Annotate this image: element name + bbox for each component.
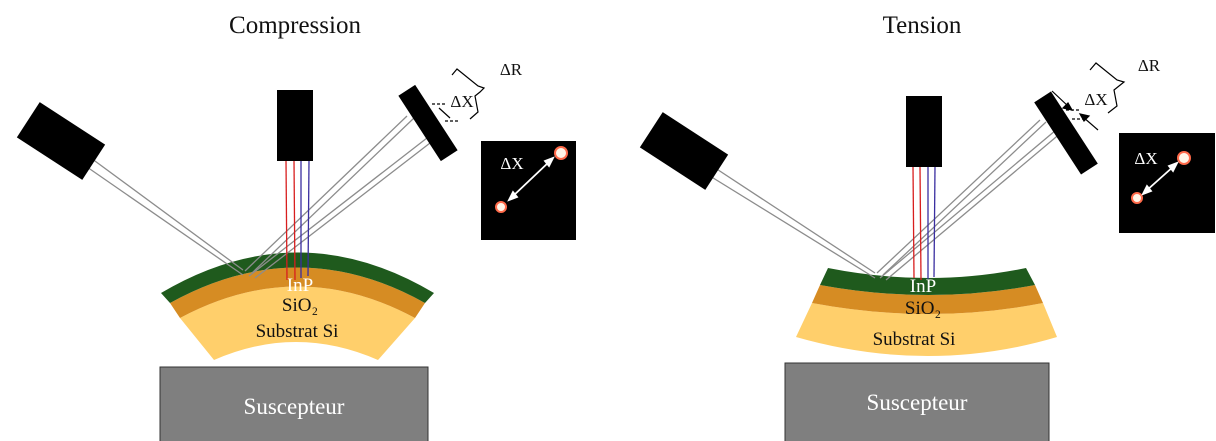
tension-laser-source xyxy=(640,112,728,190)
compression-center-sensor xyxy=(277,90,313,161)
tension-spot-far xyxy=(1178,152,1190,164)
tension-substrate-label: Substrat Si xyxy=(873,329,956,350)
tension-center-sensor-lines xyxy=(913,166,935,280)
tension-panel: Tension Suscepteur InP SiO₂ Substrat Si xyxy=(640,12,1215,441)
compression-inset-delta-x: ΔX xyxy=(500,154,523,173)
compression-delta-r-label: ΔR xyxy=(500,60,523,79)
compression-delta-x-label: ΔX xyxy=(450,92,473,111)
tension-spot-inset xyxy=(1119,133,1215,233)
compression-susceptor-label: Suscepteur xyxy=(244,394,345,419)
compression-detector xyxy=(398,85,457,161)
compression-spot-far xyxy=(555,147,567,159)
tension-susceptor-label: Suscepteur xyxy=(867,390,968,415)
compression-title: Compression xyxy=(229,12,361,39)
compression-sio2-label: SiO₂ xyxy=(282,295,318,316)
compression-inp-label: InP xyxy=(287,275,313,296)
tension-delta-x-label: ΔX xyxy=(1084,90,1107,109)
tension-sio2-label: SiO₂ xyxy=(905,298,941,319)
tension-reflected-beams xyxy=(877,120,1062,280)
compression-substrate-label: Substrat Si xyxy=(256,321,339,342)
tension-spot-near xyxy=(1132,193,1142,203)
tension-title: Tension xyxy=(883,12,962,39)
tension-inset-delta-x: ΔX xyxy=(1134,149,1157,168)
compression-laser-source xyxy=(17,102,105,180)
tension-incident-beam xyxy=(697,160,875,278)
compression-incident-beam xyxy=(74,150,243,275)
compression-panel: Compression Suscepteur InP SiO₂ Substrat… xyxy=(17,12,576,441)
tension-delta-r-label: ΔR xyxy=(1138,56,1161,75)
tension-center-sensor xyxy=(906,96,942,167)
compression-spot-near xyxy=(496,202,506,212)
tension-inp-label: InP xyxy=(910,276,936,297)
